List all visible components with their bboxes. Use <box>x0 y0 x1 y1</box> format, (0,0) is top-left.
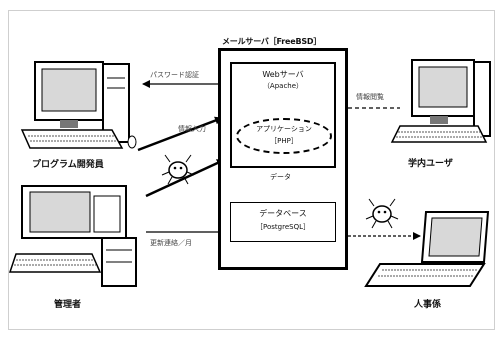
mail-server-title: メールサーバ［FreeBSD］ <box>222 36 321 47</box>
hr-laptop-icon <box>366 212 488 286</box>
database-title: データベース <box>230 208 336 219</box>
internal-user-computer-icon <box>392 60 490 142</box>
password-auth-label: パスワード認証 <box>150 70 199 80</box>
bug-icon-right <box>366 199 398 228</box>
application-title: アプリケーション <box>238 124 330 134</box>
hr-label: 人事係 <box>414 297 441 310</box>
internal-user-label: 学内ユーザ <box>408 156 453 169</box>
developer-computer-icon <box>22 62 136 148</box>
data-label: データ <box>269 172 292 182</box>
info-browse-label: 情報閲覧 <box>356 92 384 102</box>
data-input-arrow <box>138 118 222 150</box>
admin-label: 管理者 <box>54 297 81 310</box>
application-subtitle: ［PHP］ <box>238 136 330 146</box>
web-server-title: Webサーバ <box>230 70 336 80</box>
data-input-label: 情報入力 <box>178 124 206 134</box>
bug-icon-left <box>162 155 194 184</box>
web-server-subtitle: （Apache） <box>230 81 336 91</box>
admin-computer-icon <box>10 186 136 286</box>
developer-label: プログラム開発員 <box>32 157 104 170</box>
database-subtitle: ［PostgreSQL］ <box>230 222 336 232</box>
update-notice-label: 更新連絡／月 <box>150 238 192 248</box>
